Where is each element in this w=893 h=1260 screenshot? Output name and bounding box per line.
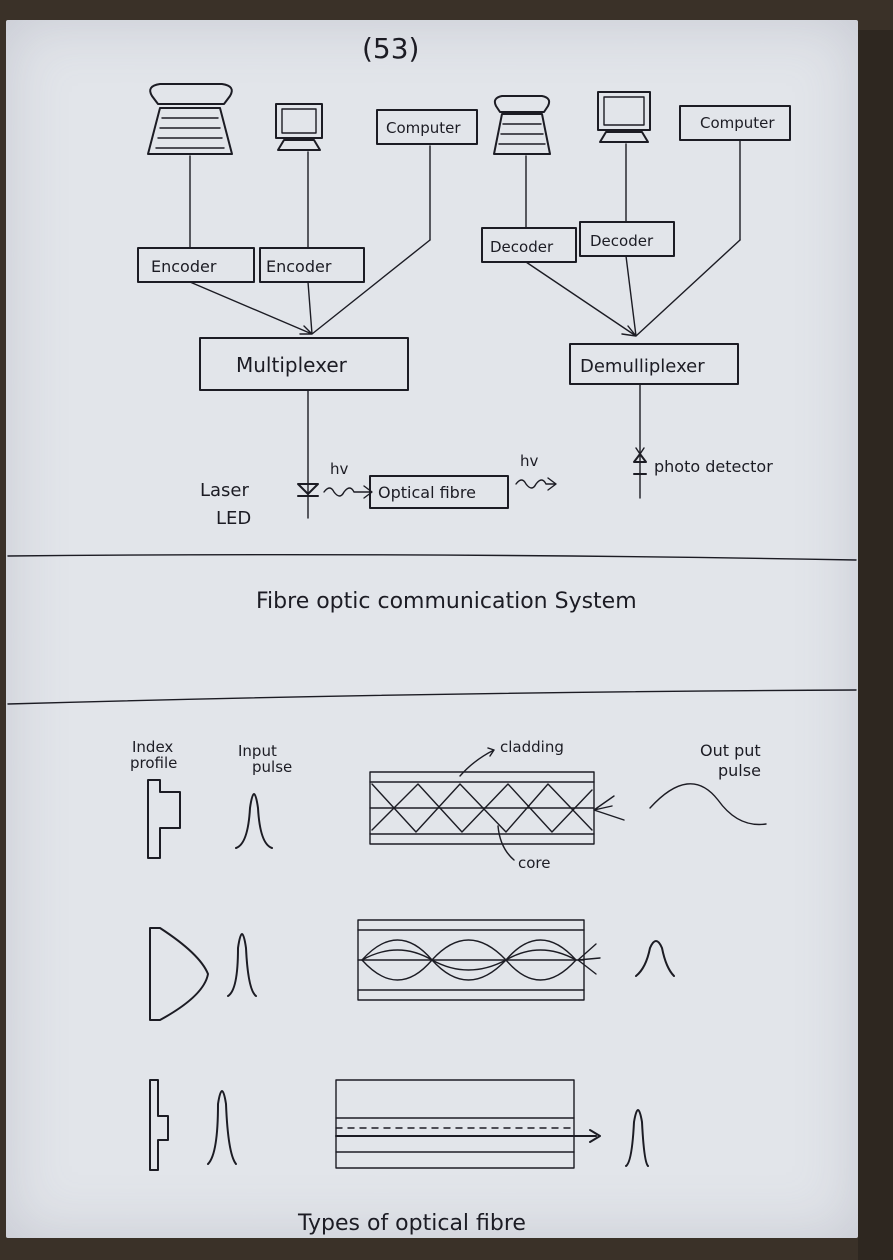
encoder-box-2: Encoder (259, 247, 365, 283)
encoder-box-1: Encoder (137, 247, 255, 283)
monitor-icon-receiver (597, 91, 651, 143)
demultiplexer-box: Demulliplexer (569, 343, 739, 385)
output-pulse-3 (625, 1109, 649, 1167)
cladding-label: cladding (500, 738, 564, 756)
monitor-icon (275, 103, 323, 151)
background-edge (858, 30, 893, 1260)
page-number: (53) (362, 32, 419, 65)
svg-text:Computer: Computer (700, 114, 775, 132)
input-pulse-1 (235, 793, 273, 849)
optical-fibre-box: Optical fibre (369, 475, 509, 509)
svg-text:Decoder: Decoder (490, 238, 554, 256)
svg-text:Encoder: Encoder (266, 257, 332, 276)
step-index-fibre (369, 771, 625, 845)
caption-types-of-fibre: Types of optical fibre (297, 1211, 526, 1236)
telephone-icon (147, 83, 233, 155)
input-pulse-3 (207, 1090, 237, 1165)
computer-box: Computer (376, 109, 478, 145)
svg-text:Demulliplexer: Demulliplexer (580, 356, 705, 377)
photo-detector-label: photo detector (654, 457, 773, 476)
decoder-box-1: Decoder (481, 227, 577, 263)
input-pulse-2 (227, 933, 257, 997)
graded-index-profile (149, 927, 209, 1021)
notebook-page (6, 20, 858, 1238)
svg-text:Encoder: Encoder (151, 257, 217, 276)
svg-text:Multiplexer: Multiplexer (236, 353, 348, 377)
single-mode-profile (149, 1079, 169, 1171)
single-mode-fibre (335, 1079, 601, 1169)
laser-label: Laser (200, 480, 250, 501)
step-index-profile (147, 779, 181, 859)
svg-text:Decoder: Decoder (590, 232, 654, 250)
led-label: LED (216, 508, 251, 529)
caption-communication-system: Fibre optic communication System (256, 589, 637, 614)
photon-label-2: hv (520, 452, 539, 470)
output-pulse-1 (649, 783, 767, 826)
decoder-box-2: Decoder (579, 221, 675, 257)
multiplexer-box: Multiplexer (199, 337, 409, 391)
svg-text:Optical fibre: Optical fibre (378, 483, 476, 502)
output-pulse-2 (635, 940, 675, 977)
photon-label-1: hv (330, 460, 349, 478)
computer-box-receiver: Computer (679, 105, 791, 141)
svg-text:Computer: Computer (386, 119, 461, 137)
core-label: core (518, 854, 551, 872)
telephone-icon-receiver (493, 95, 551, 155)
graded-index-fibre (357, 919, 601, 1001)
